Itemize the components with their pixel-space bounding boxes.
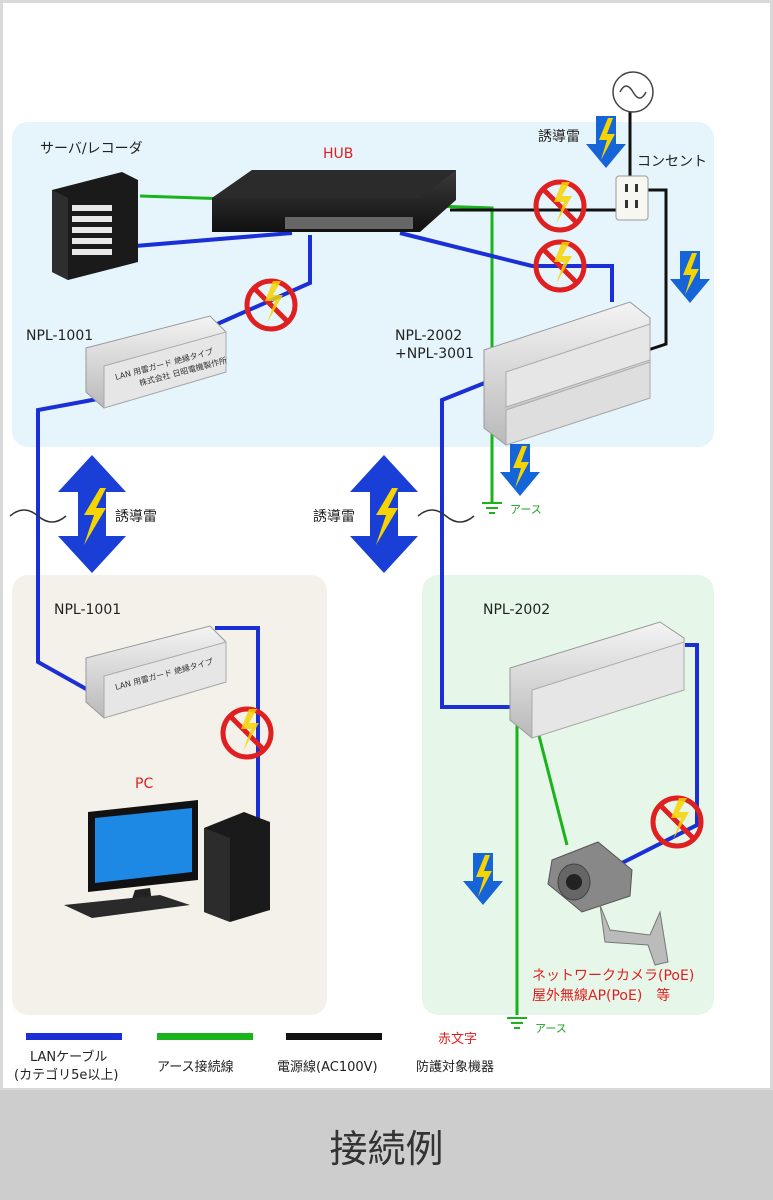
npl-2002-label-top: NPL-2002 (395, 328, 463, 344)
ground-symbol-bottom (507, 1017, 527, 1029)
protection-mark (653, 798, 701, 846)
legend-lan-label: LANケーブル (30, 1050, 108, 1065)
cable-break-mid (417, 509, 475, 523)
legend-power-label: 電源線(AC100V) (277, 1060, 378, 1075)
npl-1001-top-label: NPL-1001 (26, 328, 94, 344)
induced-lightning-label-left: 誘導雷 (115, 509, 157, 525)
server-icon (52, 172, 138, 280)
legend-power-line (286, 1033, 382, 1040)
npl-3001-label: +NPL-3001 (395, 346, 474, 362)
earth-label: アース (510, 503, 542, 516)
npl-1001-device-top: LAN 用雷ガード 絶縁タイプ 株式会社 日昭電機製作所 (85, 315, 228, 409)
npl-1001-device-bottom: LAN 用雷ガード 絶縁タイプ (85, 625, 227, 719)
induced-lightning-arrow-mid (350, 455, 418, 573)
hub-label: HUB (323, 146, 354, 162)
legend-red-text-marker: 赤文字 (438, 1032, 478, 1047)
protection-mark (247, 281, 295, 329)
npl-2002-device (509, 621, 685, 739)
legend-lan-sublabel: (カテゴリ5e以上) (14, 1068, 119, 1083)
camera-icon (547, 841, 669, 966)
npl-1001-bottom-label: NPL-1001 (54, 602, 122, 618)
footer-bar (0, 1090, 773, 1200)
lightning-down-icon (463, 853, 503, 905)
server-label: サーバ/レコーダ (40, 141, 143, 157)
outlet-label: コンセント (637, 154, 707, 170)
pc-label: PC (135, 776, 154, 792)
camera-label: ネットワークカメラ(PoE) (532, 968, 695, 984)
ac-source-icon (612, 71, 654, 113)
legend-lan-line (26, 1033, 122, 1040)
induced-lightning-label-mid: 誘導雷 (313, 509, 355, 525)
npl-2002-bottom-label: NPL-2002 (483, 602, 551, 618)
induced-lightning-arrow-left (58, 455, 126, 573)
legend-protected-label: 防護対象機器 (416, 1060, 495, 1075)
lightning-down-icon (586, 116, 626, 168)
power-wires (450, 108, 668, 352)
wireless-ap-label: 屋外無線AP(PoE) 等 (532, 988, 671, 1004)
ground-symbol (482, 502, 502, 514)
legend-earth-line (157, 1033, 253, 1040)
lightning-down-icon (670, 251, 710, 303)
earth-bottom-label: アース (535, 1022, 567, 1035)
protection-mark (536, 182, 584, 230)
pc-icon (64, 800, 270, 922)
hub-icon (212, 170, 456, 232)
protection-mark (223, 709, 271, 757)
page-title: 接続例 (329, 1127, 444, 1171)
induced-lightning-label-top: 誘導雷 (538, 129, 580, 145)
legend-earth-label: アース接続線 (157, 1060, 234, 1075)
outlet-icon (615, 175, 649, 221)
cable-break-left (9, 509, 67, 523)
npl-2002-3001-device (483, 301, 651, 446)
lightning-down-icon (500, 444, 540, 496)
